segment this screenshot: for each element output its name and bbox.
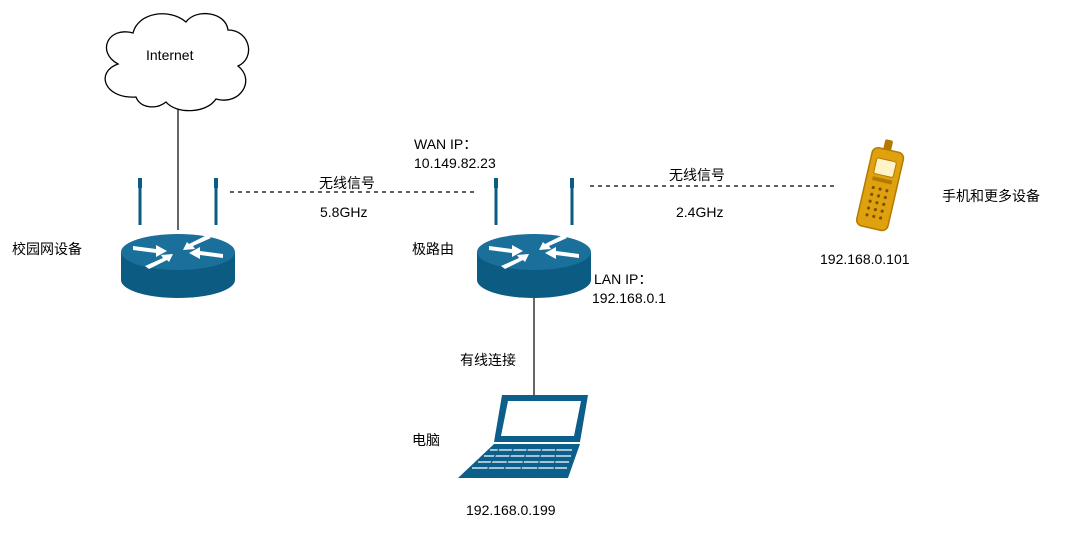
wired-link-label: 有线连接	[460, 352, 516, 368]
internet-cloud-icon	[104, 12, 250, 112]
wireless-24g-label: 无线信号	[669, 167, 725, 183]
phone-icon	[855, 139, 905, 232]
laptop-icon	[458, 395, 588, 478]
campus-device-label: 校园网设备	[12, 241, 82, 257]
wireless-5g-label: 无线信号	[319, 175, 375, 191]
computer-label: 电脑	[412, 432, 440, 448]
phone-label: 手机和更多设备	[942, 188, 1040, 204]
wan-ip-label: WAN IP：	[414, 136, 478, 152]
router-label: 极路由	[412, 241, 454, 257]
lan-ip-label: LAN IP：	[594, 271, 653, 287]
phone-ip: 192.168.0.101	[820, 251, 910, 267]
wan-ip-value: 10.149.82.23	[414, 155, 496, 171]
lan-ip-value: 192.168.0.1	[592, 290, 666, 306]
wireless-24g-band: 2.4GHz	[676, 204, 724, 220]
router-icon	[475, 176, 593, 300]
computer-ip: 192.168.0.199	[466, 502, 556, 518]
internet-label: Internet	[146, 47, 194, 63]
wireless-5g-band: 5.8GHz	[320, 204, 368, 220]
